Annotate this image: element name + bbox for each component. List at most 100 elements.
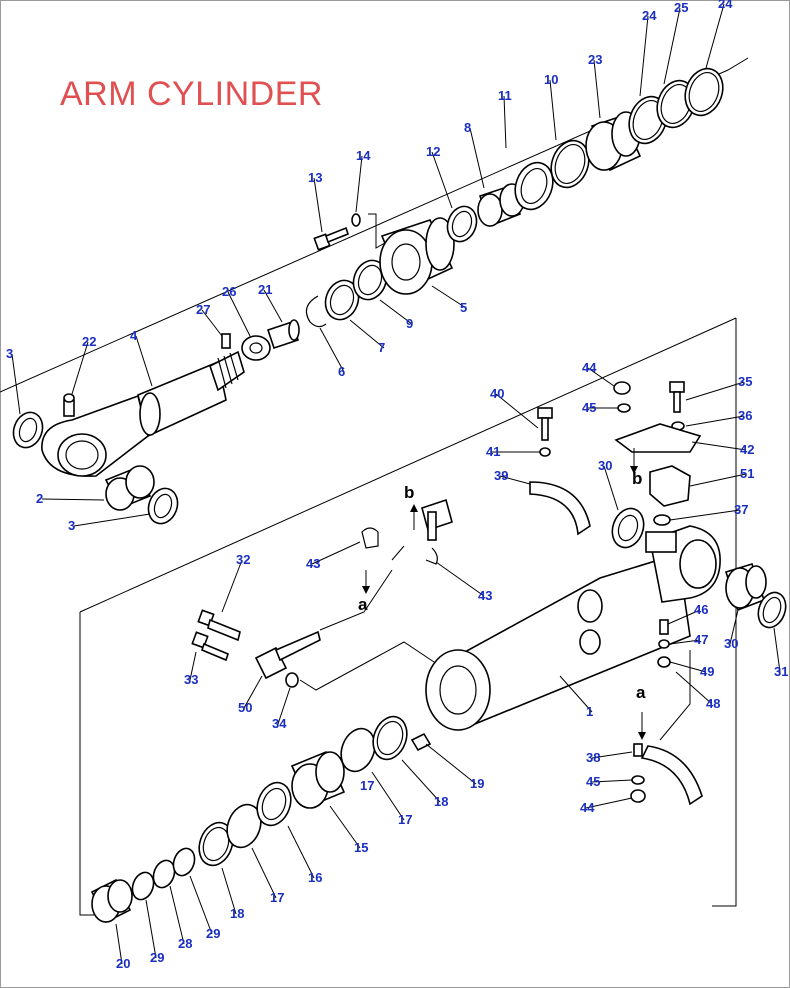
part-callout-10: 10 [544, 72, 558, 87]
valve-block [649, 465, 691, 507]
part-callout-23: 23 [588, 52, 602, 67]
leader-line [549, 79, 557, 141]
leader-line [115, 923, 123, 965]
lock-washer [241, 335, 271, 361]
leader-line [705, 3, 725, 69]
cylinder-tube [425, 552, 691, 731]
part-callout-41: 41 [486, 444, 500, 459]
leader-line [201, 309, 223, 337]
bracket-bolt [669, 381, 685, 431]
part-callout-18: 18 [434, 794, 448, 809]
part-callout-13: 13 [308, 170, 322, 185]
part-callout-8: 8 [464, 120, 471, 135]
part-callout-42: 42 [740, 442, 754, 457]
leader-line [73, 513, 151, 527]
part-callout-4: 4 [130, 328, 138, 343]
backup-ring [324, 279, 360, 321]
part-callout-35: 35 [738, 374, 752, 389]
leader-line [685, 381, 745, 401]
part-callout-9: 9 [406, 316, 413, 331]
grease-fitting [63, 393, 75, 417]
leader-line [773, 627, 781, 673]
pipe-flange [254, 630, 321, 680]
leader-line [145, 899, 157, 959]
flange-bolts [191, 609, 241, 662]
leader-line [11, 353, 21, 415]
part-callout-30: 30 [598, 458, 612, 473]
lower-clamp [630, 743, 703, 806]
pin [221, 333, 231, 349]
leader-line [729, 609, 739, 645]
tube-bushing [724, 563, 767, 612]
leader-line [591, 779, 633, 783]
view-letter-a: a [636, 683, 646, 702]
leader-line [495, 393, 539, 429]
callout-labels: 1233456789101112131415161717181819202122… [6, 0, 788, 971]
part-callout-30: 30 [724, 636, 738, 651]
leader-line [169, 885, 185, 945]
dust-seal-upper [12, 411, 44, 449]
part-callout-27: 27 [196, 302, 210, 317]
leader-line [371, 771, 405, 821]
view-letter-b: b [404, 483, 414, 502]
part-callout-17: 17 [398, 812, 412, 827]
part-callout-16: 16 [308, 870, 322, 885]
tube-seal [611, 507, 645, 549]
piston-ring-set [628, 67, 724, 145]
diagram-title: ARM CYLINDER [60, 75, 323, 113]
leader-line [189, 875, 213, 935]
part-callout-1: 1 [586, 704, 593, 719]
part-callout-15: 15 [354, 840, 368, 855]
leader-line [585, 797, 633, 809]
view-arrowhead [362, 586, 370, 594]
piston-seal-set [90, 715, 432, 924]
leader-line [425, 743, 477, 785]
part-callout-25: 25 [674, 0, 688, 15]
part-callout-49: 49 [700, 664, 714, 679]
leader-line [227, 291, 251, 337]
leader-line [431, 151, 453, 209]
leader-line [591, 751, 633, 759]
part-callout-24: 24 [718, 0, 733, 11]
leader-line [675, 671, 713, 705]
leader-line [669, 509, 741, 521]
part-callout-3: 3 [68, 518, 75, 533]
piston-rod [137, 350, 245, 438]
part-callout-5: 5 [460, 300, 467, 315]
part-callout-34: 34 [272, 716, 287, 731]
part-callout-21: 21 [258, 282, 272, 297]
bracket-fasteners [613, 381, 631, 413]
leader-line [41, 498, 105, 501]
bottom-eye [645, 525, 721, 603]
buffer-ring [446, 205, 478, 243]
leader-line [221, 867, 237, 915]
leader-line [355, 155, 363, 213]
part-callout-7: 7 [378, 340, 385, 355]
bushing [104, 465, 155, 511]
view-arrowhead [638, 732, 646, 740]
cylinder-head [379, 217, 455, 295]
leader-line [243, 675, 263, 709]
rod-bushing [477, 183, 525, 228]
part-callout-29: 29 [150, 950, 164, 965]
tube-dust-seal [757, 591, 787, 629]
clamp-washer [539, 447, 551, 457]
dust-seal-lower [147, 487, 179, 525]
part-callout-18: 18 [230, 906, 244, 921]
part-callout-29: 29 [206, 926, 220, 941]
rod-end-eye [41, 394, 149, 477]
part-callout-44: 44 [582, 360, 597, 375]
part-callout-45: 45 [586, 774, 600, 789]
leader-line [667, 609, 701, 625]
part-callout-44: 44 [580, 800, 595, 815]
leader-line [379, 299, 413, 325]
part-callout-47: 47 [694, 632, 708, 647]
clamp-bolt [537, 407, 553, 441]
leader-line [503, 95, 507, 149]
flange-o-ring [285, 672, 299, 688]
part-callout-19: 19 [470, 776, 484, 791]
leader-line [559, 675, 593, 713]
leader-line [669, 661, 707, 673]
wear-ring [550, 139, 590, 189]
